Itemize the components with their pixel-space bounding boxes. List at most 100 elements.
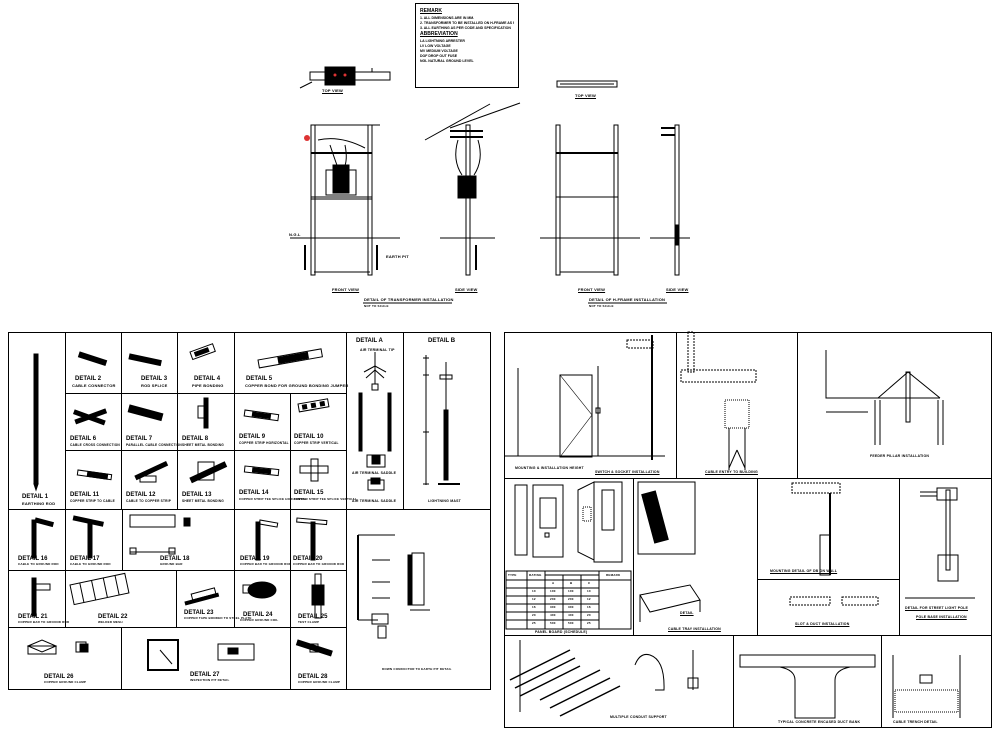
detail-label: DETAIL 15: [294, 490, 324, 496]
detail-caption: COPPER STRIP TO CABLE: [70, 499, 115, 503]
detail-label: DETAIL 14: [239, 490, 269, 496]
panel-schedule-caption: PANEL BOARD (SCHEDULE): [535, 630, 588, 634]
abbreviation-line: LA LIGHTNING ARRESTER: [420, 39, 465, 43]
detail-caption: WELDED MESH: [98, 620, 123, 624]
detail-caption: SHEET METAL BONDING: [182, 443, 224, 447]
detail-caption: ROD SPLICE: [141, 383, 168, 388]
hframe-top-view-label: TOP VIEW: [575, 93, 597, 98]
abbreviation-line: DOF DROP OUT FUSE: [420, 54, 458, 58]
detail-label: DETAIL 26: [44, 674, 74, 680]
table-header: C: [588, 581, 591, 585]
abbreviation-line: NGL NATURAL GROUND LEVEL: [420, 59, 474, 63]
installation-cell: [757, 478, 900, 580]
table-cell: 10: [587, 589, 591, 593]
air-terminal-tip-label: AIR TERMINAL TIP: [360, 348, 395, 352]
detail-caption: COPPER GROUND CLAMP: [298, 680, 341, 684]
table-cell: 100: [550, 589, 556, 593]
detail-label: DETAIL 11: [70, 492, 100, 498]
detail-caption: SHEET METAL BONDING: [182, 499, 224, 503]
detail-caption: PARALLEL CABLE CONNECTION: [126, 443, 182, 447]
notes-box: REMARK 1. ALL DIMENSIONS ARE IN MM. 2. T…: [415, 3, 519, 88]
detail-label: DETAIL 19: [240, 556, 270, 562]
table-cell: 100: [568, 589, 574, 593]
lightning-cell-b: [403, 332, 491, 510]
air-terminal-saddle-label: AIR TERMINAL SADDLE: [352, 499, 397, 503]
detail-label: DETAIL 23: [184, 610, 214, 616]
lightning-detail-b-label: DETAIL B: [428, 338, 456, 344]
table-cell: 16: [532, 605, 536, 609]
detail-caption: CABLE CROSS CONNECTION: [70, 443, 120, 447]
detail-caption: CABLE CONNECTOR: [72, 383, 116, 388]
detail-label: DETAIL 28: [298, 674, 328, 680]
abbreviation-line: LV LOW VOLTAGE: [420, 44, 451, 48]
detail-caption: PIPE BONDING: [192, 383, 224, 388]
detail-label: DETAIL 24: [243, 612, 273, 618]
transformer-installation-title: DETAIL OF TRANSFORMER INSTALLATION: [364, 297, 454, 302]
air-terminal-saddle-label: AIR TERMINAL SADDLE: [352, 471, 397, 475]
installation-cell: [676, 332, 798, 479]
detail-label: DETAIL 18: [160, 556, 190, 562]
table-cell: 200: [568, 597, 574, 601]
conduit-support-caption: MULTIPLE CONDUIT SUPPORT: [610, 715, 667, 719]
detail-caption: COPPER BAR TO GROUND ROD: [240, 562, 292, 566]
detail-label: DETAIL 13: [182, 492, 212, 498]
detail-caption: COPPER BAR TO GROUND ROD: [293, 562, 345, 566]
table-cell: 500: [550, 621, 556, 625]
remark-line: 3. ALL EARTHING AS PER CODE AND SPECIFIC…: [420, 26, 511, 30]
table-header: B: [570, 581, 573, 585]
lightning-cell-a: [346, 332, 404, 510]
remark-line: 1. ALL DIMENSIONS ARE IN MM.: [420, 16, 475, 20]
cable-trench-caption: CABLE TRENCH DETAIL: [893, 720, 938, 724]
transformer-top-view-label: TOP VIEW: [322, 88, 344, 93]
table-cell: 20: [587, 613, 591, 617]
detail-label: DETAIL 25: [298, 614, 328, 620]
table-cell: 25: [532, 621, 536, 625]
detail-caption: COPPER GROUND COIL: [240, 618, 279, 622]
transformer-side-view-label: SIDE VIEW: [455, 287, 478, 292]
installation-cell: [881, 635, 992, 728]
detail-label: DETAIL 1: [22, 494, 49, 500]
detail-cell: [290, 450, 347, 510]
detail-label: DETAIL 27: [190, 672, 220, 678]
detail-label: DETAIL 5: [246, 376, 273, 382]
detail-caption: INSPECTION PIT DETAIL: [190, 678, 230, 682]
lightning-mast-caption: LIGHTNING MAST: [428, 499, 461, 503]
detail-caption: CABLE TO GROUND ROD: [70, 562, 111, 566]
table-cell: 20: [532, 613, 536, 617]
installation-cell: [633, 478, 758, 636]
remark-line: 2. TRANSFORMER TO BE INSTALLED ON H-FRAM…: [420, 21, 514, 25]
street-light-pole-caption: DETAIL FOR STREET LIGHT POLE: [905, 606, 969, 610]
detail-caption: EARTHING ROD: [22, 501, 56, 506]
detail-label: DETAIL 17: [70, 556, 100, 562]
hframe-side-view-label: SIDE VIEW: [666, 287, 689, 292]
hframe-installation-title: DETAIL OF H-FRAME INSTALLATION: [589, 297, 666, 302]
detail-label: DETAIL 10: [294, 434, 324, 440]
ngl-label: N.G.L: [289, 232, 301, 237]
table-cell: 300: [550, 605, 556, 609]
table-header: A: [552, 581, 555, 585]
installation-cell: [504, 332, 677, 479]
detail-label: DETAIL 21: [18, 614, 48, 620]
abbreviation-heading: ABBREVIATION: [420, 31, 458, 37]
installation-cell: [899, 478, 992, 636]
detail-cell: [8, 332, 66, 510]
table-header: REMARK: [606, 573, 621, 577]
detail-caption: COPPER STRIP VERTICAL: [294, 441, 339, 445]
cable-entry-caption: CABLE ENTRY TO BUILDING: [705, 470, 758, 474]
detail-label: DETAIL 7: [126, 436, 153, 442]
table-cell: 200: [550, 597, 556, 601]
tray-detail-label: DETAIL: [680, 611, 694, 615]
table-cell: 500: [568, 621, 574, 625]
detail-label: DETAIL 12: [126, 492, 156, 498]
table-header: TYPE: [508, 573, 517, 577]
detail-cell: [234, 450, 291, 510]
feeder-pillar-caption: FEEDER PILLAR INSTALLATION: [870, 454, 930, 458]
table-cell: 12: [587, 597, 591, 601]
detail-caption: COPPER STRIP TEE SPLICE VERTICAL: [294, 497, 357, 501]
detail-label: DETAIL 2: [75, 376, 102, 382]
table-cell: 400: [568, 613, 574, 617]
table-cell: 300: [568, 605, 574, 609]
detail-caption: GROUND BAR: [160, 562, 183, 566]
remark-heading: REMARK: [420, 8, 442, 14]
table-cell: 16: [587, 605, 591, 609]
